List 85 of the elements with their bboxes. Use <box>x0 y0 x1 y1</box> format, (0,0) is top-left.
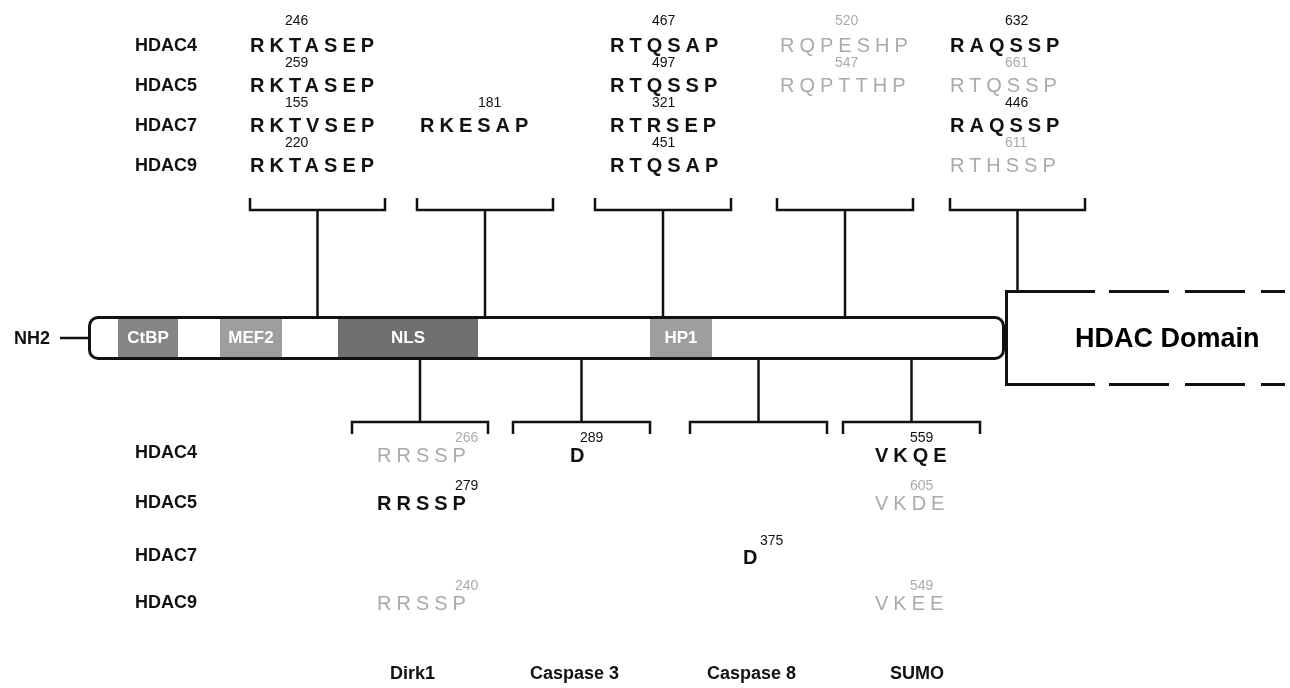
site-bracket <box>688 420 829 434</box>
site-bracket <box>248 198 387 212</box>
site-bracket <box>593 198 733 212</box>
sequence-motif: RTHSSP <box>950 155 1061 175</box>
sequence-motif: RQPESHP <box>780 35 913 55</box>
sequence-motif: VKQE <box>875 445 952 465</box>
sequence-motif: RAQSSP <box>950 115 1065 135</box>
residue-number: 661 <box>1005 55 1029 69</box>
site-label: Dirk1 <box>390 664 436 682</box>
site-bracket <box>415 198 555 212</box>
sequence-motif: D <box>743 547 763 567</box>
domain-outline <box>1005 290 1285 386</box>
terminus-label: NH2 <box>14 329 50 347</box>
row-label: HDAC7 <box>135 116 197 134</box>
residue-number: 266 <box>455 430 479 444</box>
row-label: HDAC7 <box>135 546 197 564</box>
site-bracket <box>511 420 652 434</box>
site-label: Caspase 8 <box>707 664 797 682</box>
residue-number: 451 <box>652 135 676 149</box>
residue-number: 611 <box>1005 135 1028 149</box>
residue-number: 181 <box>478 95 502 109</box>
sequence-motif: RKTASEP <box>250 155 380 175</box>
connector-line <box>483 210 487 316</box>
sequence-motif: RTRSEP <box>610 115 722 135</box>
residue-number: 155 <box>285 95 309 109</box>
site-bracket <box>948 198 1087 212</box>
domain-block: HP1 <box>650 319 712 357</box>
sequence-motif: VKDE <box>875 493 950 513</box>
residue-number: 321 <box>652 95 676 109</box>
residue-number: 632 <box>1005 13 1029 27</box>
row-label: HDAC9 <box>135 156 197 174</box>
site-bracket <box>841 420 982 434</box>
site-label: Caspase 3 <box>530 664 620 682</box>
row-label: HDAC4 <box>135 443 197 461</box>
residue-number: 375 <box>760 533 784 547</box>
row-label: HDAC5 <box>135 493 197 511</box>
residue-number: 446 <box>1005 95 1029 109</box>
residue-number: 279 <box>455 478 479 492</box>
sequence-motif: D <box>570 445 590 465</box>
sequence-motif: RTQSAP <box>610 35 724 55</box>
residue-number: 240 <box>455 578 479 592</box>
connector-line <box>1016 210 1019 290</box>
residue-number: 605 <box>910 478 934 492</box>
sequence-motif: RAQSSP <box>950 35 1065 55</box>
sequence-motif: RQPTTHP <box>780 75 911 95</box>
domain-block: MEF2 <box>220 319 282 357</box>
residue-number: 220 <box>285 135 309 149</box>
row-label: HDAC5 <box>135 76 197 94</box>
connector-line <box>661 210 665 316</box>
sequence-motif: RKTVSEP <box>250 115 380 135</box>
site-bracket <box>350 420 490 434</box>
sequence-motif: RTQSSP <box>950 75 1062 95</box>
domain-block: CtBP <box>118 319 178 357</box>
sequence-motif: VKEE <box>875 593 949 613</box>
residue-number: 559 <box>910 430 934 444</box>
protein-bar <box>88 316 1005 360</box>
connector-line <box>316 210 319 316</box>
site-label: SUMO <box>890 664 944 682</box>
domain-title: HDAC Domain <box>1075 322 1260 354</box>
residue-number: 549 <box>910 578 934 592</box>
sequence-motif: RKTASEP <box>250 75 380 95</box>
residue-number: 289 <box>580 430 604 444</box>
residue-number: 547 <box>835 55 859 69</box>
connector-line <box>580 360 583 422</box>
row-label: HDAC4 <box>135 36 197 54</box>
residue-number: 467 <box>652 13 676 27</box>
connector-line <box>757 360 760 422</box>
sequence-motif: RRSSP <box>377 445 471 465</box>
connector-line <box>60 336 88 340</box>
residue-number: 259 <box>285 55 309 69</box>
connector-line <box>843 210 847 316</box>
residue-number: 246 <box>285 13 309 27</box>
sequence-motif: RKTASEP <box>250 35 380 55</box>
sequence-motif: RRSSP <box>377 593 471 613</box>
residue-number: 520 <box>835 13 859 27</box>
row-label: HDAC9 <box>135 593 197 611</box>
site-bracket <box>775 198 915 212</box>
sequence-motif: RKESAP <box>420 115 534 135</box>
sequence-motif: RTQSAP <box>610 155 724 175</box>
residue-number: 497 <box>652 55 676 69</box>
domain-block: NLS <box>338 319 478 357</box>
sequence-motif: RRSSP <box>377 493 471 513</box>
connector-line <box>910 360 913 422</box>
sequence-motif: RTQSSP <box>610 75 723 95</box>
connector-line <box>418 360 422 422</box>
